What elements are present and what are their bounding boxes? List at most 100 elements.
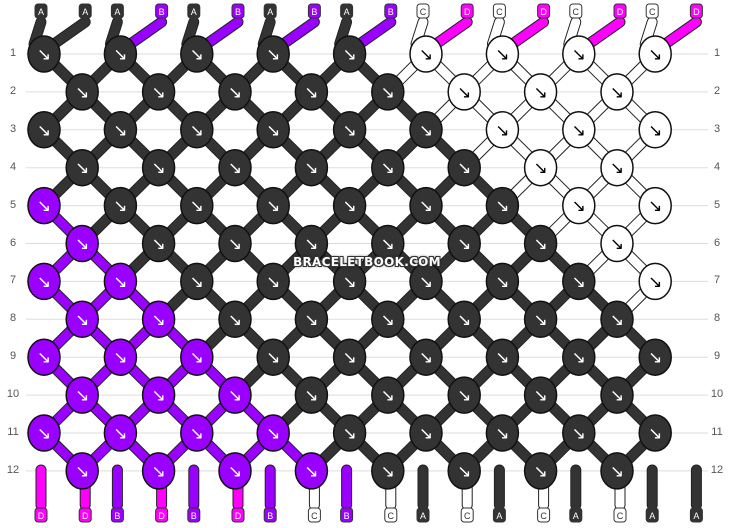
knot-arrow-icon: ↘ — [266, 348, 280, 368]
knot-arrow-icon: ↘ — [419, 424, 433, 444]
top-thread-tag — [231, 3, 245, 19]
knot — [180, 186, 214, 225]
top-thread-letter: B — [159, 7, 165, 17]
knot — [218, 452, 252, 490]
knot-arrow-icon: ↘ — [419, 45, 433, 65]
knot-arrow-icon: ↘ — [266, 121, 280, 141]
knot — [371, 73, 405, 111]
knot — [27, 414, 61, 452]
knot — [294, 452, 329, 490]
knot-arrow-icon: ↘ — [304, 159, 318, 179]
knot — [447, 300, 481, 339]
knot-arrow-icon: ↘ — [610, 235, 624, 255]
knot — [294, 300, 329, 339]
bottom-thread-letter: B — [344, 511, 350, 521]
knot-arrow-icon: ↘ — [381, 159, 395, 179]
knot-arrow-icon: ↘ — [381, 310, 395, 330]
knot — [180, 111, 214, 149]
knot-arrow-icon: ↘ — [151, 235, 165, 255]
knot — [638, 186, 672, 225]
knot — [141, 452, 176, 490]
row-number-right: 3 — [713, 122, 721, 135]
knot-arrow-icon: ↘ — [495, 272, 509, 292]
knot-arrow-icon: ↘ — [419, 348, 433, 368]
knot — [256, 35, 290, 73]
knot — [523, 148, 558, 187]
knot-arrow-icon: ↘ — [228, 83, 242, 103]
knot — [180, 414, 214, 452]
top-thread — [507, 17, 549, 49]
knot — [332, 186, 367, 225]
knot-arrow-icon: ↘ — [648, 272, 662, 292]
knot-arrow-icon: ↘ — [495, 45, 509, 65]
knot — [256, 262, 290, 301]
knot-arrow-icon: ↘ — [113, 348, 127, 368]
knot-arrow-icon: ↘ — [572, 348, 586, 368]
knot-arrow-icon: ↘ — [533, 83, 547, 103]
knot — [562, 414, 596, 452]
knot-arrow-icon: ↘ — [533, 462, 547, 482]
bottom-thread-letter: D — [235, 511, 242, 521]
knot — [332, 338, 367, 376]
top-thread-letter: D — [464, 7, 471, 17]
bottom-thread-letter: A — [573, 511, 579, 521]
row-number-left: 6 — [9, 236, 17, 249]
bottom-thread-tag — [155, 507, 169, 523]
knot — [523, 73, 558, 111]
top-thread — [355, 17, 396, 49]
knot — [485, 111, 520, 149]
knot — [600, 452, 634, 490]
knot-arrow-icon: ↘ — [266, 197, 280, 217]
knot — [523, 376, 558, 414]
knot-arrow-icon: ↘ — [495, 424, 509, 444]
bottom-thread-letter: C — [311, 511, 318, 521]
top-thread — [584, 17, 625, 49]
knot — [600, 148, 634, 187]
bottom-thread-tag — [460, 507, 474, 523]
knot-arrow-icon: ↘ — [342, 197, 356, 217]
knot-arrow-icon: ↘ — [75, 159, 89, 179]
knot — [562, 111, 596, 149]
row-number-left: 3 — [9, 122, 17, 135]
knot-arrow-icon: ↘ — [457, 83, 471, 103]
knot-arrow-icon: ↘ — [610, 462, 624, 482]
knot — [103, 262, 138, 301]
row-number-left: 11 — [7, 426, 19, 438]
top-thread-letter: B — [388, 7, 394, 17]
knot-arrow-icon: ↘ — [572, 45, 586, 65]
knot-arrow-icon: ↘ — [304, 235, 318, 255]
knot-arrow-icon: ↘ — [113, 424, 127, 444]
knot — [141, 148, 176, 187]
knot-arrow-icon: ↘ — [37, 424, 51, 444]
bottom-thread-tag — [307, 507, 321, 523]
top-thread-tag — [155, 3, 169, 19]
knot-arrow-icon: ↘ — [648, 424, 662, 444]
knot — [485, 414, 520, 452]
knot — [180, 338, 214, 376]
bottom-thread-tag — [110, 507, 124, 523]
knot-arrow-icon: ↘ — [342, 272, 356, 292]
knot-arrow-icon: ↘ — [75, 386, 89, 406]
knot-arrow-icon: ↘ — [113, 197, 127, 217]
knot — [180, 35, 214, 73]
knot — [218, 224, 252, 263]
knot — [485, 262, 520, 301]
top-thread-letter: D — [540, 7, 547, 17]
knot — [562, 35, 596, 73]
bottom-thread-letter: C — [617, 511, 624, 521]
top-thread — [49, 17, 90, 49]
knot — [294, 148, 329, 187]
bottom-thread-letter: C — [388, 511, 395, 521]
top-thread — [660, 17, 701, 49]
knot-arrow-icon: ↘ — [228, 462, 242, 482]
bottom-thread-letter: D — [158, 511, 165, 521]
knot — [294, 376, 329, 414]
knot — [409, 414, 443, 452]
knot — [218, 73, 252, 111]
knot-arrow-icon: ↘ — [151, 386, 165, 406]
row-number-left: 5 — [9, 198, 17, 211]
row-number-right: 4 — [713, 160, 721, 173]
knot-arrow-icon: ↘ — [75, 462, 89, 482]
bottom-thread-tag — [416, 507, 430, 523]
knot-arrow-icon: ↘ — [533, 386, 547, 406]
